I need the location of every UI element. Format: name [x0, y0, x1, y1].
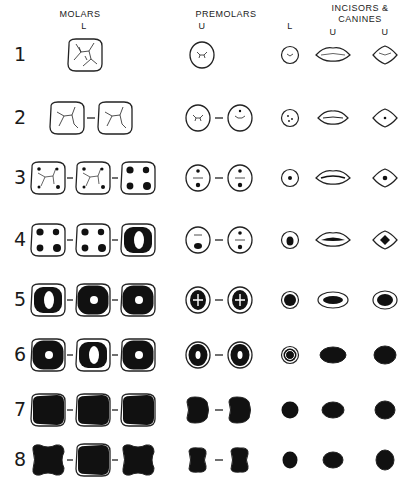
premolars-upper	[186, 42, 252, 472]
jaw-label: U	[382, 27, 389, 38]
jaw-label: L	[287, 21, 293, 32]
dash-connectors	[67, 118, 223, 460]
stage-number: 5	[14, 288, 26, 311]
jaw-label: U	[330, 27, 337, 38]
stage-number: 8	[14, 448, 26, 471]
stage-number: 2	[14, 106, 26, 129]
stage-number: 3	[14, 166, 26, 189]
stage-number: 7	[14, 398, 26, 421]
column-heading: INCISORS & CANINES	[324, 3, 396, 25]
jaw-label: L	[81, 21, 87, 32]
stage-number: 4	[14, 228, 26, 251]
incisors-upper	[316, 48, 350, 468]
jaw-label: U	[199, 21, 206, 32]
canines-upper	[373, 46, 397, 470]
stage-number: 1	[14, 43, 26, 66]
premolars-lower	[282, 47, 299, 469]
column-heading: PREMOLARS	[195, 9, 256, 20]
column-heading: MOLARS	[59, 9, 100, 20]
stage-number: 6	[14, 343, 26, 366]
molars-lower	[31, 39, 155, 476]
